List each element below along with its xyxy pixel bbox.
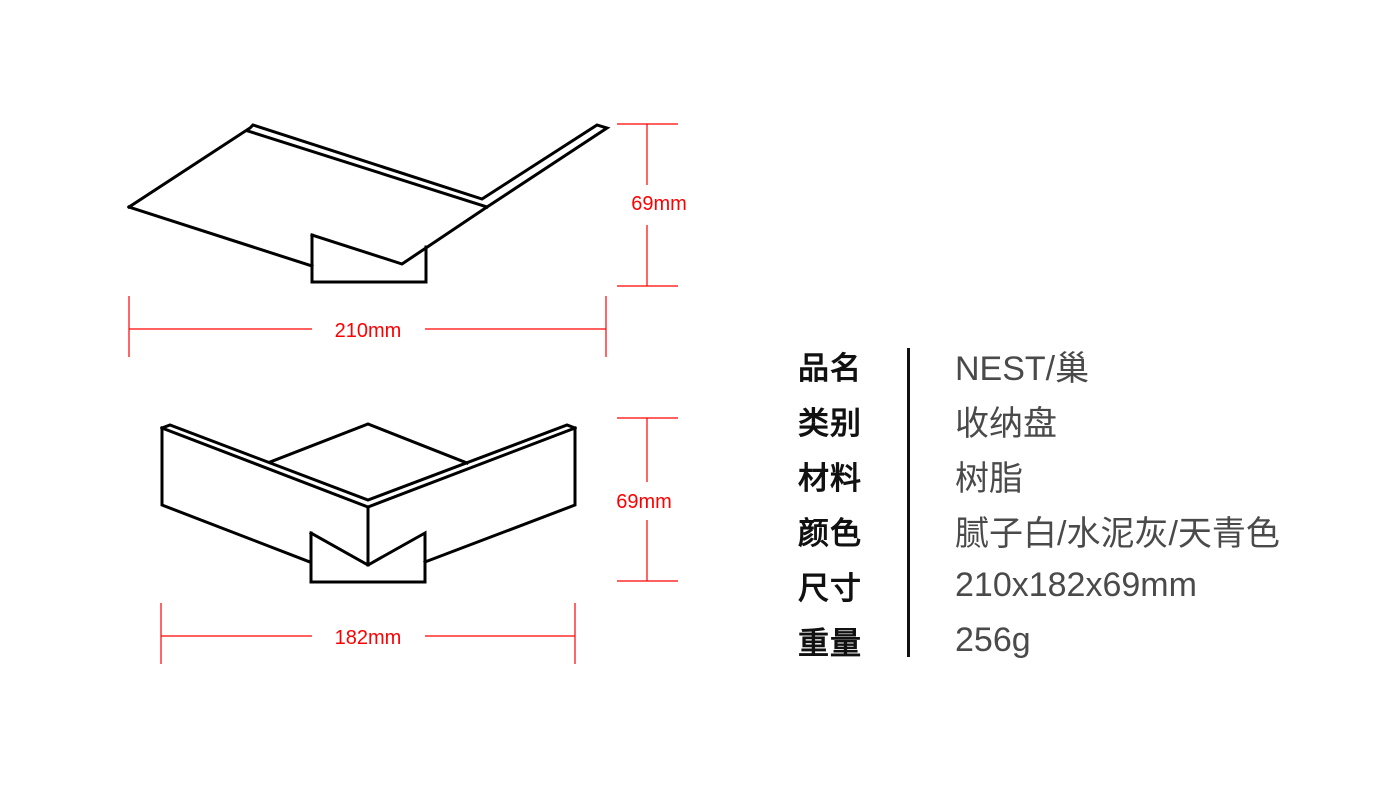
spec-label: 品名 [798, 351, 862, 387]
spec-label: 颜色 [798, 516, 862, 552]
spec-row-size: 尺寸 210x182x69mm [798, 558, 1280, 613]
spec-table: 品名 NEST/巢 类别 收纳盘 材料 树脂 颜色 腻子白/水泥灰/天青色 尺寸 210x… [798, 338, 1280, 668]
spec-label: 材料 [798, 461, 862, 497]
spec-value: 256g [955, 621, 1031, 659]
spec-value: 收纳盘 [955, 405, 1057, 443]
spec-value: NEST/巢 [955, 350, 1090, 388]
tray-drawing-angled [126, 123, 611, 284]
spec-label: 类别 [798, 406, 862, 442]
tray-drawing-front [160, 422, 577, 584]
spec-row-material: 材料 树脂 [798, 448, 1280, 503]
height-dimension-top: 69mm [617, 123, 687, 287]
spec-row-category: 类别 收纳盘 [798, 393, 1280, 448]
spec-value: 腻子白/水泥灰/天青色 [955, 515, 1280, 553]
spec-value: 树脂 [955, 460, 1023, 498]
width-dimension-top: 210mm [128, 296, 607, 357]
spec-label: 重量 [798, 626, 862, 662]
width-label: 182mm [335, 627, 402, 649]
spec-value: 210x182x69mm [955, 566, 1197, 604]
height-label: 69mm [616, 491, 672, 513]
width-label: 210mm [335, 320, 402, 342]
spec-divider [907, 348, 910, 657]
spec-label: 尺寸 [798, 571, 862, 607]
spec-row-weight: 重量 256g [798, 613, 1280, 668]
height-label: 69mm [631, 193, 687, 215]
height-dimension-front: 69mm [616, 417, 678, 582]
width-dimension-front: 182mm [160, 603, 576, 664]
spec-row-color: 颜色 腻子白/水泥灰/天青色 [798, 503, 1280, 558]
spec-row-name: 品名 NEST/巢 [798, 338, 1280, 393]
